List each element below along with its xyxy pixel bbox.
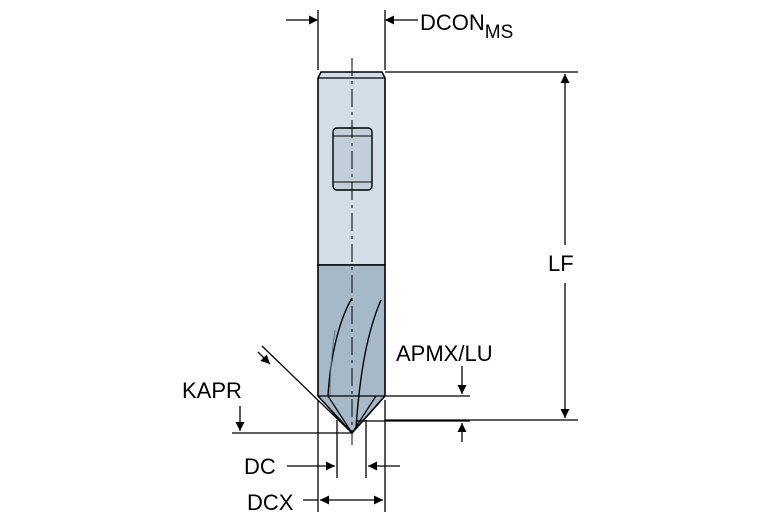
dc-dimension: DC — [244, 420, 400, 479]
dcon-subscript: MS — [485, 22, 514, 43]
lf-label: LF — [548, 251, 574, 276]
dcon-label: DCON — [420, 10, 485, 35]
apmx-lu-label: APMX/LU — [396, 341, 493, 366]
drill-tool — [317, 58, 386, 445]
svg-text:DCONMS: DCONMS — [420, 10, 513, 43]
kapr-dimension: KAPR — [182, 345, 353, 434]
kapr-label: KAPR — [182, 378, 242, 403]
dc-label: DC — [244, 454, 276, 479]
dcx-dimension: DCX — [247, 400, 386, 515]
flute-helix-1 — [327, 297, 353, 397]
flute-helix-2 — [355, 299, 382, 429]
dcon-dimension: DCONMS — [286, 10, 513, 70]
apmx-lu-dimension: APMX/LU — [357, 341, 493, 442]
lf-dimension: LF — [385, 71, 578, 421]
dcx-label: DCX — [247, 490, 294, 515]
